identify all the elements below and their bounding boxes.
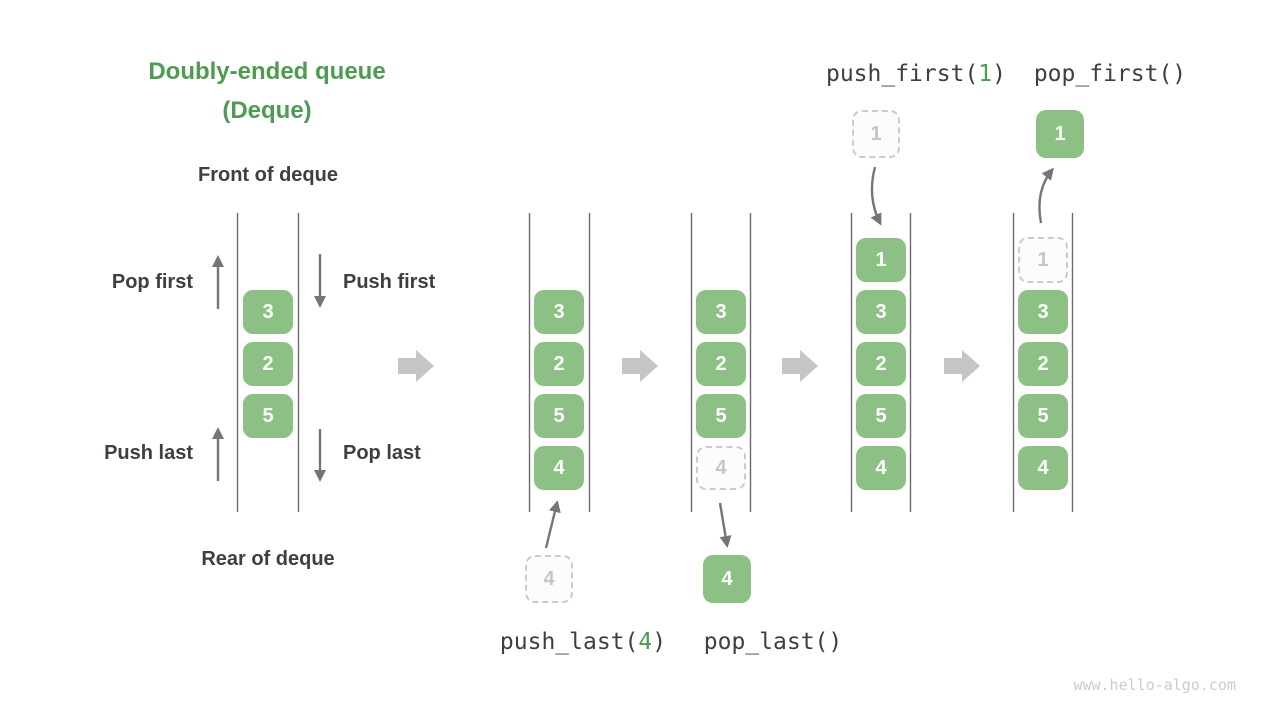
push-first-insert-arrow-icon [870, 166, 882, 226]
deque-cell: 5 [856, 394, 906, 438]
deque-cell: 3 [696, 290, 746, 334]
rear-of-deque-label: Rear of deque [201, 548, 335, 570]
deque-cell: 1 [856, 238, 906, 282]
transition-arrow-1-icon [398, 350, 434, 382]
code-suffix: ) [992, 61, 1007, 87]
pop-last-remove-arrow-icon [718, 502, 732, 548]
pop-first-code-label: pop_first() [1033, 61, 1187, 87]
push-last-label: Push last [104, 442, 193, 464]
popped-cell: 1 [1036, 110, 1084, 158]
removed-ghost-cell: 4 [696, 446, 746, 490]
deque-cell: 3 [1018, 290, 1068, 334]
title-line2: (Deque) [222, 97, 312, 124]
deque-cell: 5 [1018, 394, 1068, 438]
deque-cell: 5 [696, 394, 746, 438]
diagram-title: Doubly-ended queue (Deque) [100, 59, 434, 124]
deque-cell: 4 [1018, 446, 1068, 490]
deque-cell: 2 [243, 342, 293, 386]
transition-arrow-2-icon [622, 350, 658, 382]
code-prefix: push_first( [825, 61, 979, 87]
deque-cell: 4 [534, 446, 584, 490]
operation-arrows [212, 166, 1054, 549]
push-first-label: Push first [343, 271, 436, 293]
push-last-insert-arrow-icon [544, 500, 561, 549]
queue-walls [236, 213, 1074, 512]
pop-last-label: Pop last [343, 442, 421, 464]
deque-cell: 5 [534, 394, 584, 438]
pop-first-remove-arrow-icon [1038, 167, 1054, 224]
deque-cell: 2 [1018, 342, 1068, 386]
push-last-code-label: push_last(4) [500, 629, 666, 655]
deque-cell: 3 [856, 290, 906, 334]
code-arg: 4 [638, 629, 653, 655]
deque-cell: 3 [534, 290, 584, 334]
pop-first-label: Pop first [111, 271, 193, 293]
popped-cell: 4 [703, 555, 751, 603]
deque-cell: 2 [696, 342, 746, 386]
push-first-code-label: push_first(1) [826, 61, 1006, 87]
code-suffix: ) [652, 629, 667, 655]
transition-arrow-4-icon [944, 350, 980, 382]
transition-arrow-3-icon [782, 350, 818, 382]
code-prefix: push_last( [499, 629, 639, 655]
removed-ghost-cell: 1 [1018, 237, 1068, 283]
incoming-ghost-cell: 4 [525, 555, 573, 603]
deque-cell: 2 [534, 342, 584, 386]
deque-cell: 2 [856, 342, 906, 386]
stage-transition-arrows [398, 350, 980, 382]
incoming-ghost-cell: 1 [852, 110, 900, 158]
code-arg: 1 [978, 61, 993, 87]
watermark: www.hello-algo.com [1073, 676, 1236, 694]
front-of-deque-label: Front of deque [198, 164, 338, 186]
deque-cell: 5 [243, 394, 293, 438]
deque-cell: 3 [243, 290, 293, 334]
deque-cell: 4 [856, 446, 906, 490]
pop-last-code-label: pop_last() [703, 629, 843, 655]
title-line1: Doubly-ended queue [148, 58, 386, 85]
